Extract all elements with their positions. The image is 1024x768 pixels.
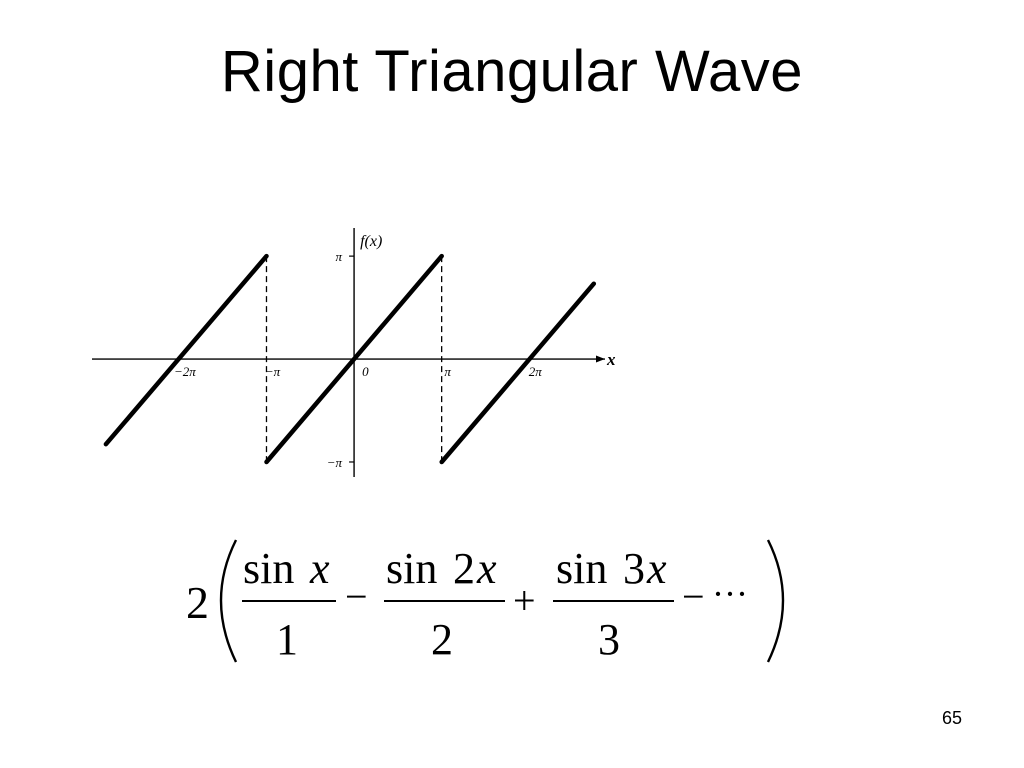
page-number: 65: [941, 708, 962, 728]
term3-operator: −: [682, 574, 705, 619]
term3-var: x: [646, 544, 667, 593]
term1-denominator: 1: [276, 615, 298, 664]
x-tick-label: −π: [265, 364, 281, 379]
x-tick-label: 2π: [529, 364, 543, 379]
term2-denominator: 2: [431, 615, 453, 664]
sawtooth-segment: [103, 253, 269, 447]
term2-fn: sin: [386, 544, 437, 593]
formula-ellipsis: ···: [712, 574, 748, 614]
chart-ticks: −2π −π 0 π 2π π −π: [174, 249, 542, 470]
term1-var: x: [309, 544, 330, 593]
x-tick-label: −2π: [174, 364, 196, 379]
x-tick-label: π: [444, 364, 451, 379]
y-tick-label: π: [336, 249, 343, 264]
term2-operator: +: [513, 578, 536, 623]
formula-coefficient: 2: [186, 577, 209, 628]
slide-title: Right Triangular Wave: [220, 39, 804, 104]
term1-operator: −: [345, 574, 368, 619]
term2-var: x: [476, 544, 497, 593]
term1-fn: sin: [243, 544, 294, 593]
term3-fn: sin: [556, 544, 607, 593]
y-axis-label: f(x): [360, 233, 382, 250]
x-axis-label: x: [606, 350, 616, 369]
formula-left-paren: [219, 539, 238, 663]
term2-coef: 2: [453, 544, 475, 593]
term3-denominator: 3: [598, 615, 620, 664]
sawtooth-segment: [264, 253, 444, 465]
formula-right-paren: [766, 539, 785, 663]
discontinuity-lines: [265, 256, 443, 462]
chart-series: [103, 253, 597, 465]
x-tick-label: 0: [362, 364, 369, 379]
sawtooth-segment: [439, 281, 597, 465]
y-tick-label: −π: [327, 455, 343, 470]
x-axis-arrow: [596, 355, 605, 363]
term3-coef: 3: [623, 544, 645, 593]
